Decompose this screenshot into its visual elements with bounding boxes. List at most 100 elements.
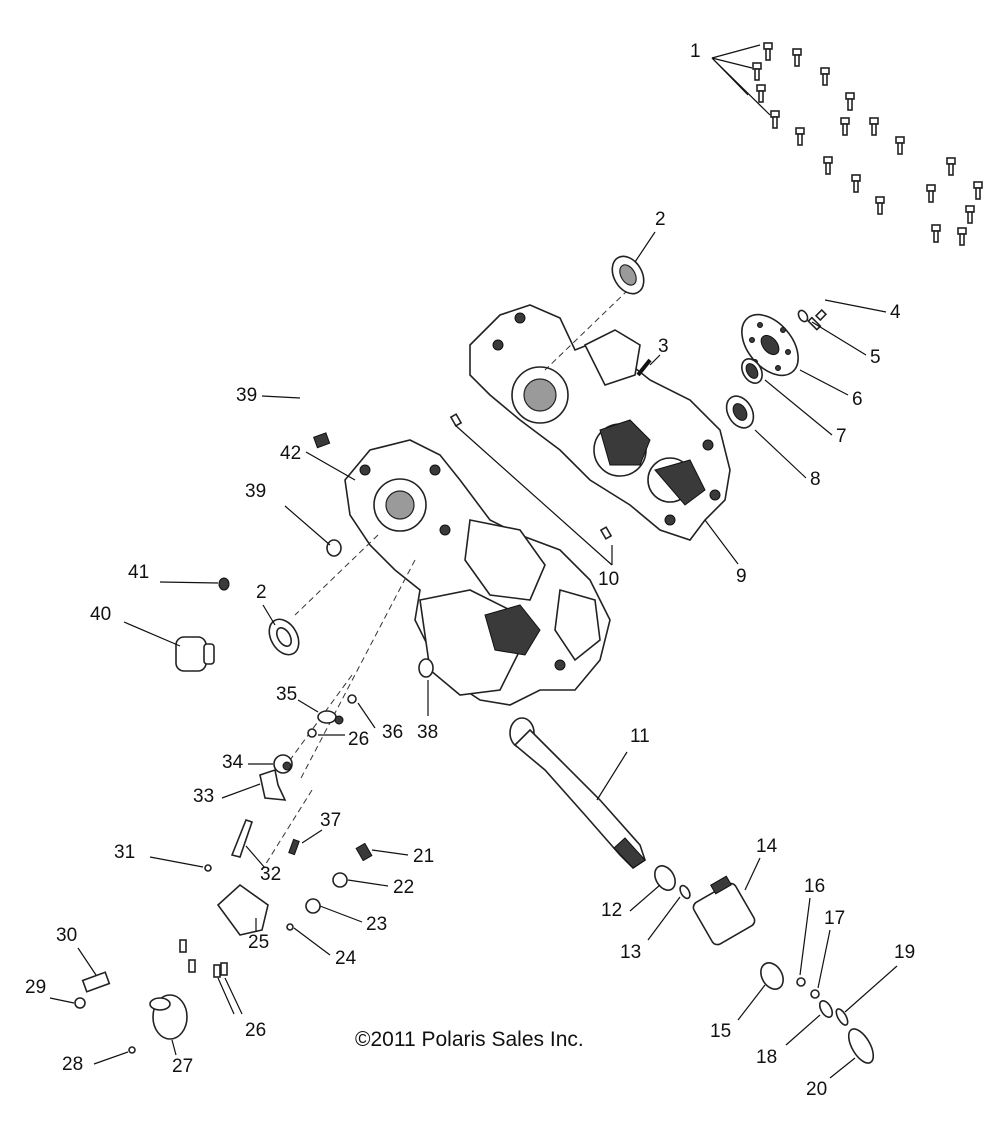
screw-26	[213, 964, 221, 978]
leader-line-12	[629, 884, 661, 912]
pump-body-25	[216, 883, 269, 936]
plug-41	[218, 577, 230, 591]
washer-18	[818, 1000, 834, 1018]
bolt	[895, 136, 905, 155]
callout-42: 42	[280, 443, 301, 464]
callout-4: 4	[890, 302, 901, 323]
nut-22	[332, 872, 348, 888]
leader-line-39b	[284, 505, 331, 546]
callout-24: 24	[335, 948, 357, 969]
filter-40	[175, 636, 215, 672]
plug-39	[313, 432, 331, 449]
plate-30	[81, 971, 111, 993]
callout-15: 15	[710, 1021, 731, 1042]
leader-line-27	[171, 1039, 177, 1056]
leader-line-4	[824, 299, 887, 313]
bolt	[795, 127, 805, 146]
bracket-33	[259, 768, 287, 801]
callout-9: 9	[736, 566, 747, 587]
callout-22: 22	[393, 877, 414, 898]
leader-line-36	[357, 702, 376, 729]
bolt	[770, 110, 780, 129]
callout-8: 8	[810, 469, 821, 490]
leader-line-18	[785, 1014, 821, 1046]
gear-14	[692, 875, 756, 946]
leader-line-31	[149, 856, 204, 868]
bearing-7	[741, 358, 763, 384]
bolt	[752, 62, 762, 81]
leader-line-22	[347, 879, 389, 887]
bearing-8	[725, 395, 755, 429]
callout-26: 26	[348, 729, 369, 750]
leader-line-9	[704, 519, 739, 565]
callout-20: 20	[806, 1079, 827, 1100]
shaft-32	[230, 819, 254, 858]
callout-14: 14	[756, 836, 778, 857]
callout-1: 1	[690, 41, 701, 62]
leader-line-6	[799, 369, 849, 396]
seal-upper	[611, 255, 645, 295]
shaft-11	[509, 717, 646, 870]
callout-13: 13	[620, 942, 641, 963]
callout-5: 5	[870, 347, 881, 368]
leader-line-39	[261, 395, 301, 399]
bolt	[973, 181, 983, 200]
leader-line-14	[744, 857, 761, 891]
bolt	[926, 184, 936, 203]
callout-10: 10	[598, 569, 619, 590]
callout-40: 40	[90, 604, 111, 625]
callout-30: 30	[56, 925, 77, 946]
callout-37: 37	[320, 810, 341, 831]
leader-line-5	[811, 321, 867, 356]
filter-27	[149, 994, 188, 1040]
plug-39-lower	[326, 539, 342, 557]
bolt	[931, 224, 941, 243]
screw-26	[179, 939, 187, 953]
bolt	[763, 42, 773, 61]
crankcase-right-half	[469, 304, 731, 541]
callout-23: 23	[366, 914, 387, 935]
gear-20	[847, 1028, 875, 1064]
part-17	[810, 989, 820, 999]
callout-36: 36	[382, 722, 403, 743]
leader-line-40	[123, 621, 181, 647]
bolt	[823, 156, 833, 175]
leader-line-32	[245, 845, 266, 869]
callout-18: 18	[756, 1047, 777, 1068]
bolt	[820, 67, 830, 86]
leader-line-41	[159, 581, 219, 584]
bearing-12	[654, 865, 676, 891]
bolt	[875, 196, 885, 215]
washer-23	[305, 898, 321, 914]
screw-26	[307, 728, 317, 738]
callout-35: 35	[276, 684, 297, 705]
leader-line-19	[844, 965, 898, 1013]
bearing-15	[760, 962, 784, 990]
callout-3: 3	[658, 336, 669, 357]
bolt	[869, 117, 879, 136]
callout-26: 26	[245, 1020, 266, 1041]
ring-24	[286, 923, 294, 931]
plug-38	[418, 658, 434, 678]
stud-3	[636, 358, 652, 377]
leader-line-33	[221, 783, 261, 799]
bolt	[957, 227, 967, 246]
callout-29: 29	[25, 977, 46, 998]
leader-line-26b	[224, 977, 243, 1015]
leader-line-17	[817, 929, 831, 989]
callout-28: 28	[62, 1054, 83, 1075]
clip-31	[204, 864, 212, 872]
leader-line-42	[305, 451, 356, 481]
dowel-pin	[449, 413, 463, 427]
leader-line-21	[371, 849, 409, 856]
clip-28	[128, 1046, 136, 1054]
callout-17: 17	[824, 908, 845, 929]
part-16	[796, 977, 806, 987]
leader-line-35	[297, 699, 319, 713]
leader-line-7	[764, 379, 833, 436]
bolt	[845, 92, 855, 111]
callout-21: 21	[413, 846, 434, 867]
seal-lower	[268, 618, 300, 656]
screw-26	[188, 959, 196, 973]
